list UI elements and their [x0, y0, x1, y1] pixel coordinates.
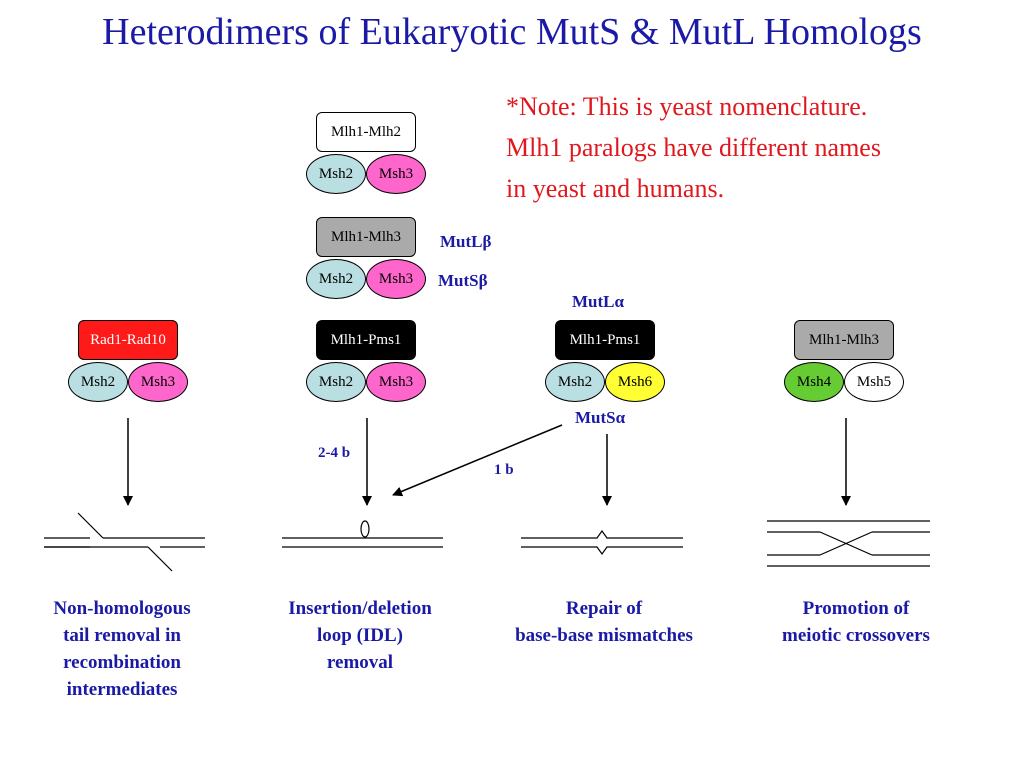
- note-line: Mlh1 paralogs have different names: [506, 133, 881, 162]
- msh3-oval: Msh3: [366, 259, 426, 299]
- arrow-label-1b: 1 b: [494, 462, 514, 478]
- caption-line: tail removal in: [63, 625, 181, 646]
- msh3-oval: Msh3: [366, 362, 426, 402]
- note-line: in yeast and humans.: [506, 174, 725, 203]
- caption-line: loop (IDL): [316, 625, 404, 646]
- caption-line: Promotion of: [802, 598, 910, 619]
- dna-mismatch: [521, 529, 683, 556]
- msh2-oval: Msh2: [306, 259, 366, 299]
- caption-mismatch-repair: Repair of base-base mismatches: [494, 595, 714, 649]
- muts-beta-label: MutSβ: [438, 271, 488, 290]
- page-title: Heterodimers of Eukaryotic MutS & MutL H…: [102, 11, 922, 53]
- dna-crossover: [767, 520, 930, 567]
- msh4-oval: Msh4: [784, 362, 844, 402]
- mlh1-pms1-box: Mlh1-Pms1: [555, 320, 655, 360]
- rad1-rad10-box: Rad1-Rad10: [78, 320, 178, 360]
- msh5-oval: Msh5: [844, 362, 904, 402]
- caption-crossovers: Promotion of meiotic crossovers: [746, 595, 966, 649]
- mlh1-mlh3-box: Mlh1-Mlh3: [794, 320, 894, 360]
- caption-line: Insertion/deletion: [288, 598, 432, 619]
- msh2-oval: Msh2: [68, 362, 128, 402]
- caption-line: Repair of: [565, 598, 643, 619]
- caption-line: Non-homologous: [53, 598, 191, 619]
- caption-line: base-base mismatches: [515, 625, 693, 646]
- msh3-oval: Msh3: [366, 154, 426, 194]
- caption-tail-removal: Non-homologous tail removal in recombina…: [12, 595, 232, 703]
- msh6-oval: Msh6: [605, 362, 665, 402]
- caption-line: recombination: [63, 652, 181, 673]
- note-line: *Note: This is yeast nomenclature.: [506, 92, 868, 121]
- mutl-alpha-label: MutLα: [572, 292, 624, 311]
- msh2-oval: Msh2: [306, 154, 366, 194]
- mlh1-mlh3-box: Mlh1-Mlh3: [316, 217, 416, 257]
- msh2-oval: Msh2: [306, 362, 366, 402]
- mlh1-pms1-box: Mlh1-Pms1: [316, 320, 416, 360]
- dna-idl: [282, 520, 443, 548]
- dna-flap: [44, 512, 205, 572]
- nomenclature-note: *Note: This is yeast nomenclature. Mlh1 …: [506, 86, 1016, 209]
- muts-alpha-label: MutSα: [575, 408, 626, 427]
- caption-idl-removal: Insertion/deletion loop (IDL) removal: [250, 595, 470, 676]
- caption-line: removal: [326, 652, 394, 673]
- mutl-beta-label: MutLβ: [440, 232, 492, 251]
- arrow-label-2-4b: 2-4 b: [318, 445, 351, 461]
- mlh1-mlh2-box: Mlh1-Mlh2: [316, 112, 416, 152]
- msh3-oval: Msh3: [128, 362, 188, 402]
- caption-line: intermediates: [66, 679, 178, 700]
- msh2-oval: Msh2: [545, 362, 605, 402]
- caption-line: meiotic crossovers: [782, 625, 930, 646]
- arrow-diagonal: [392, 424, 563, 497]
